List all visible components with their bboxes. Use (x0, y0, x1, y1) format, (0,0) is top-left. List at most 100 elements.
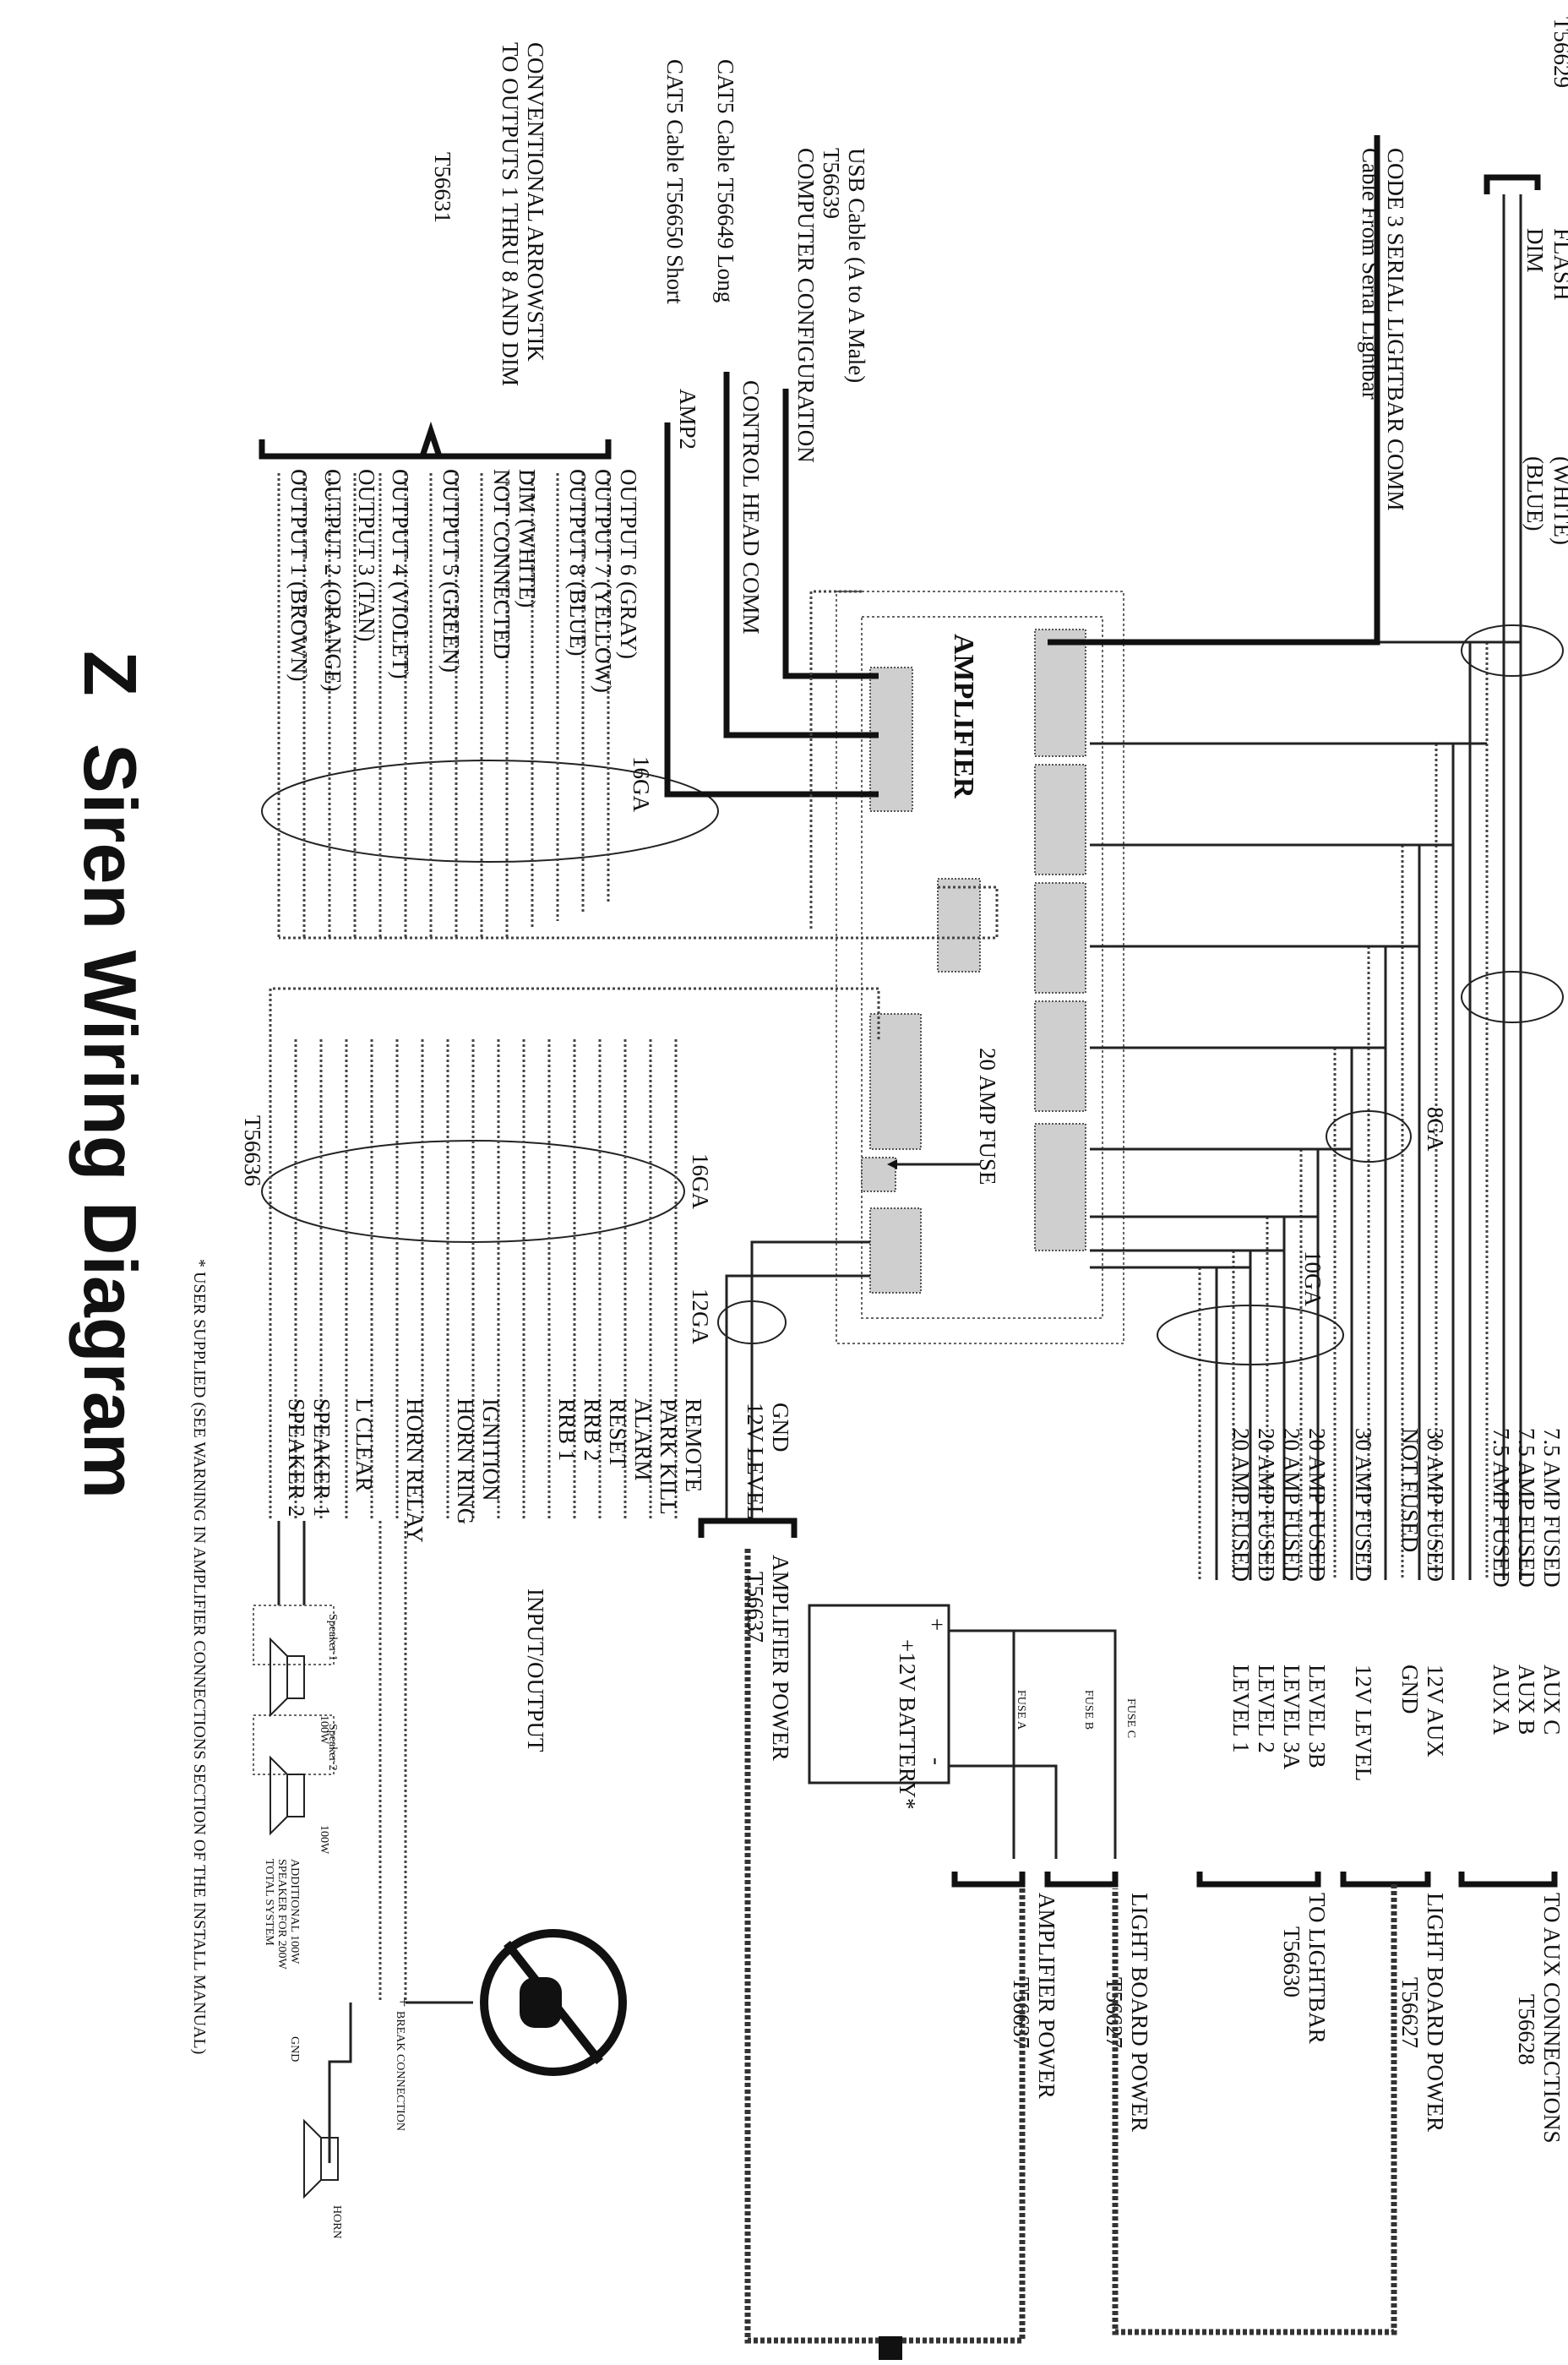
title-block: Z Siren Wiring Diagram (68, 651, 152, 1499)
aux-connector-2 (1034, 882, 1086, 994)
logo-letter: Z (68, 651, 152, 696)
horn-speaker-icon (303, 2118, 339, 2199)
output-row-4: NOT CONNECTED (489, 469, 514, 659)
speaker2-icon (270, 1755, 305, 1836)
page-title: Siren Wiring Diagram (68, 744, 152, 1499)
gauge-10ga: 10GA (1300, 1251, 1326, 1306)
amplifier-inner-box (861, 616, 1103, 1319)
footnote: * USER SUPPLIED (SEE WARNING IN AMPLIFIE… (190, 1259, 209, 2054)
cat5-short-line (664, 422, 879, 798)
gauge-16ga-io: 16GA (688, 1153, 713, 1209)
io-connector (869, 1013, 922, 1150)
cat5-long-line (723, 372, 879, 738)
io-signal-list: REMOTE PARK KILL ALARM RESET RRB 2 RRB 1… (284, 1398, 706, 1543)
flash-label: FLASH (1549, 228, 1568, 301)
speaker1-icon (270, 1637, 305, 1718)
speaker-note-2: SPEAKER FOR 200W (275, 1859, 288, 1970)
usb-part: T56639 (819, 148, 844, 219)
fuse-row-2-fuse: 7.5 AMP FUSED (1489, 1428, 1514, 1588)
io-signal-7: HORN RING (453, 1398, 478, 1524)
io-wires (269, 987, 880, 1521)
io-signal-5: RRB 1 (554, 1398, 580, 1461)
part-lightbar: T56630 (1279, 1926, 1304, 1997)
top-labels: T56629 FLASH (WHITE) DIM (BLUE) (1484, 17, 1568, 545)
fuse-row-0-fuse: 7.5 AMP FUSED (1539, 1428, 1565, 1588)
output-row-6: OUTPUT 4 (VIOLET) (388, 469, 413, 678)
cat5-long: CAT5 Cable T56649 Long (713, 59, 738, 302)
cat5-short: CAT5 Cable T56650 Short (662, 59, 688, 304)
part-light-board: T56627 (1397, 1977, 1423, 2048)
aux-connector (1034, 764, 1086, 875)
amp-power-part: T56637 (743, 1572, 768, 1643)
speakers: Speaker 1 Speaker 2 100W 100W ADDITIONAL… (253, 1521, 339, 1970)
io-signal-6: IGNITION (478, 1398, 504, 1501)
output-row-0: OUTPUT 6 (GRAY) (616, 469, 641, 659)
break-connection: BREAK CONNECTION (394, 2011, 406, 2131)
output-row-2: OUTPUT 8 (BLUE) (565, 469, 591, 656)
fuse-a-label: FUSE A (1015, 1690, 1027, 1730)
fuse-row-6-signal: LEVEL 3B (1304, 1665, 1330, 1768)
fuse-row-4-signal: GND (1397, 1665, 1423, 1714)
fuse-row-4-fuse: NOT FUSED (1397, 1428, 1423, 1552)
dest-aux: TO AUX CONNECTIONS (1539, 1893, 1565, 2144)
speaker1-label: Speaker 1 (326, 1614, 339, 1661)
fuse-arrow (887, 1159, 897, 1169)
lightbar-power-connector (1034, 1123, 1086, 1251)
amp-power-label: AMPLIFIER POWER (768, 1555, 793, 1761)
battery-label: +12V BATTERY* (895, 1639, 920, 1810)
fuse-row-3-signal: 12V AUX (1423, 1665, 1448, 1757)
dest-light-board-power: LIGHT BOARD POWER (1127, 1893, 1152, 2132)
speaker-note-1: ADDITIONAL 100W (288, 1859, 301, 1964)
io-signal-3: RESET (605, 1398, 630, 1469)
fuse-row-6-fuse: 20 AMP FUSED (1304, 1428, 1330, 1582)
aux-wire-oval (1461, 971, 1564, 1023)
amp-power-wires: GND 12V LEVEL AMPLIFIER POWER T56637 (698, 1240, 870, 1761)
amplifier-connectors (861, 629, 1086, 1294)
speaker-note-3: TOTAL SYSTEM (263, 1859, 275, 1946)
gauge-8ga: 8GA (1423, 1107, 1448, 1152)
fuse-label: 20 AMP FUSE (975, 1048, 1000, 1185)
fuse-c-label: FUSE C (1124, 1698, 1137, 1738)
power-connector (1034, 1000, 1086, 1112)
lightbar-comm-connector (1034, 629, 1086, 757)
config-dashed (809, 590, 862, 929)
fuse-row-8-fuse: 20 AMP FUSED (1254, 1428, 1279, 1582)
top-wire-oval (1461, 624, 1564, 677)
amplifier-label: AMPLIFIER (948, 634, 979, 798)
usb-cable-line (782, 389, 879, 679)
dim-label: DIM (1522, 228, 1548, 273)
usb-cable: USB Cable (A to A Male) (844, 148, 869, 383)
part-aux: T56628 (1514, 1994, 1539, 2065)
io-signal-8: HORN RELAY (402, 1398, 427, 1543)
10ga-oval (1157, 1305, 1344, 1365)
code3-cable-line (1048, 135, 1380, 646)
fuse-b-label: FUSE B (1082, 1690, 1095, 1730)
io-signal-4: RRB 2 (580, 1398, 605, 1461)
output-row-3: DIM (WHITE) (514, 469, 540, 608)
gauge-16ga-outputs: 16GA (629, 756, 654, 812)
computer-config: COMPUTER CONFIGURATION (793, 148, 819, 463)
amp2: AMP2 (675, 389, 700, 450)
fuse-row-9-signal: LEVEL 1 (1228, 1665, 1254, 1753)
dest-light-board: LIGHT BOARD POWER (1423, 1893, 1448, 2132)
io-signal-11: SPEAKER 2 (284, 1398, 309, 1517)
output-row-9: OUTPUT 1 (BROWN) (286, 469, 312, 682)
fuse-row-3-fuse: 30 AMP FUSED (1423, 1428, 1448, 1582)
output-row-8: OUTPUT 2 (ORANGE) (320, 469, 346, 692)
arrowstik-1: CONVENTIONAL ARROWSTIK (523, 42, 548, 362)
dest-lightbar: TO LIGHTBAR (1304, 1893, 1330, 2044)
fuse-row-0-signal: AUX C (1539, 1665, 1565, 1735)
io-part: T56636 (240, 1115, 265, 1186)
amplifier-box (836, 591, 1124, 1344)
output-row-5: OUTPUT 5 (GREEN) (438, 469, 464, 673)
part-top-right: T56629 (1549, 17, 1568, 88)
dest-amplifier-power: AMPLIFIER POWER (1034, 1893, 1059, 2099)
gauge-12ga: 12GA (688, 1289, 713, 1344)
speaker2-label: Speaker 2 (326, 1724, 339, 1771)
output-row-1: OUTPUT 7 (YELLOW) (591, 469, 616, 693)
right-harness-brackets (951, 1872, 1558, 1888)
io-signal-1: PARK KILL (656, 1398, 681, 1515)
outputs-list: OUTPUT 6 (GRAY) OUTPUT 7 (YELLOW) OUTPUT… (286, 469, 641, 693)
horn-button-icon (520, 1977, 562, 2028)
